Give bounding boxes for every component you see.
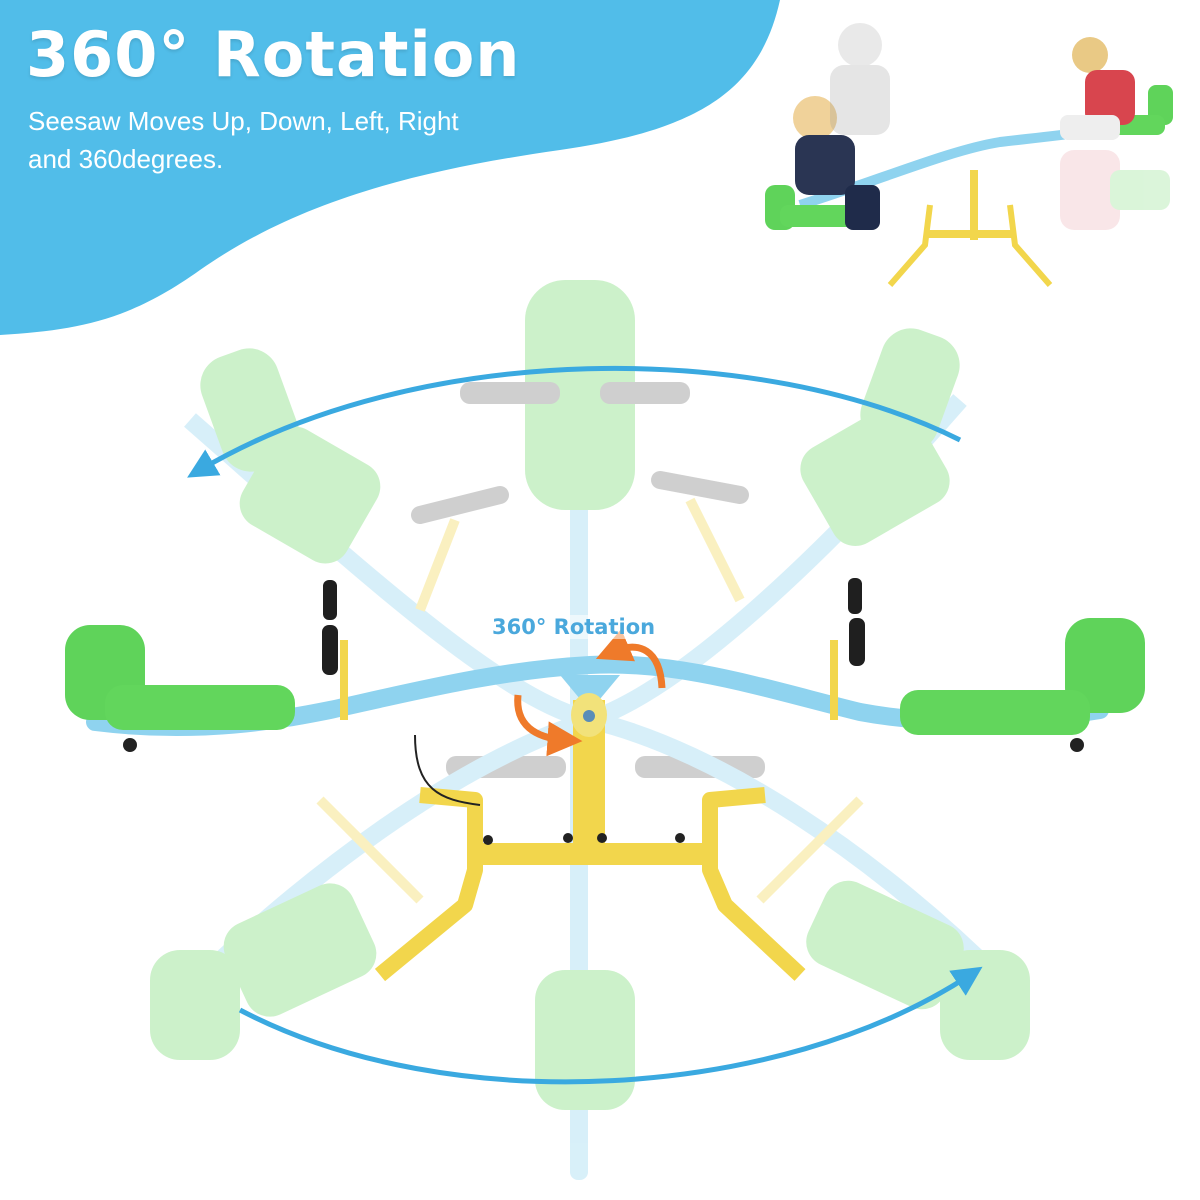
- curved-arrow-icon: [595, 629, 666, 689]
- inset-photo: [765, 23, 1173, 287]
- seesaw-base: [374, 700, 806, 982]
- page-subtitle: Seesaw Moves Up, Down, Left, Right and 3…: [28, 106, 459, 174]
- curved-arrow-icon: [514, 694, 583, 757]
- page-title: 360° Rotation: [26, 18, 521, 91]
- left-seat: [65, 580, 348, 752]
- rotation-label: 360° Rotation: [488, 615, 660, 639]
- orbit-arrow-top: [187, 365, 962, 478]
- orbit-arrow-bottom: [238, 966, 983, 1085]
- banner-wave: [0, 0, 780, 335]
- right-seat: [830, 578, 1145, 752]
